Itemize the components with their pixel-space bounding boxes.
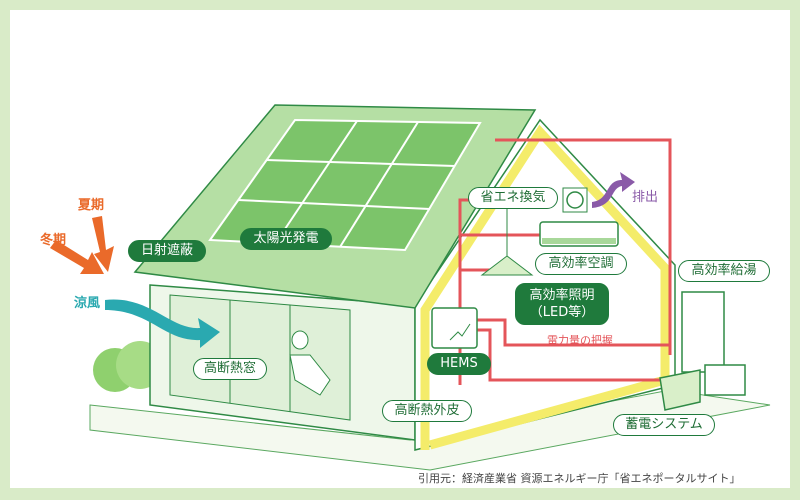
insulated-window-label: 高断熱窓 [193,358,267,380]
citation: 引用元：経済産業省 資源エネルギー庁「省エネポータルサイト」 [418,472,741,485]
insulated-envelope-label: 高断熱外皮 [382,400,472,422]
summer-label: 夏期 [78,198,105,213]
solar-shading-label: 日射遮蔽 [128,240,206,262]
winter-label: 冬期 [40,233,67,248]
water-heater-label: 高効率給湯 [678,260,770,282]
cool-breeze-label: 涼風 [74,296,101,311]
power-monitoring-label: 電力量の把握 [547,334,613,347]
person-relaxing [291,330,309,350]
cool-breeze-arrow [105,299,220,348]
lighting-label-line1: 高効率照明 [529,288,595,303]
hems-label: HEMS [427,353,491,375]
lighting-label: 高効率照明 （LED等） [515,283,609,325]
winter-sun-arrow [50,240,104,274]
storage-battery-unit [659,369,701,411]
water-heater-unit [681,291,725,373]
pendant-lamp [480,255,534,276]
lighting-label-line2: （LED等） [529,305,595,320]
summer-sun-arrow [92,216,114,272]
storage-battery-label: 蓄電システム [613,414,715,436]
hems-monitor [431,307,478,349]
ventilation-label: 省エネ換気 [468,187,558,209]
diagram-canvas: 夏期 冬期 日射遮蔽 太陽光発電 涼風 高断熱窓 高断熱外皮 省エネ換気 排出 … [10,10,790,488]
exhaust-arrow [592,172,635,208]
solar-power-label: 太陽光発電 [240,228,332,250]
air-conditioning-label: 高効率空調 [535,253,627,275]
outdoor-unit [704,364,746,396]
exhaust-label: 排出 [632,190,659,205]
